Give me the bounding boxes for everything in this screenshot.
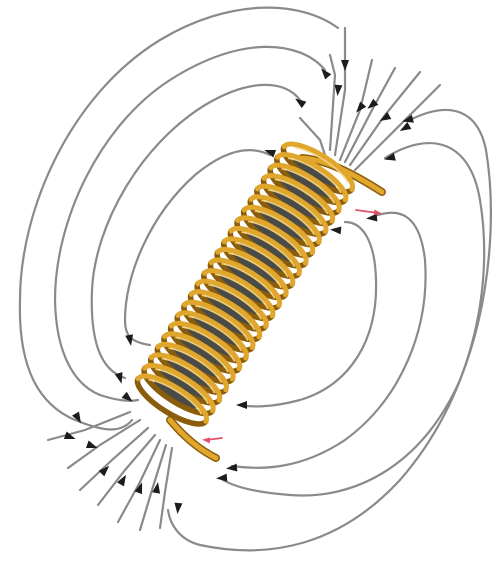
field-arrow-icon (293, 95, 307, 108)
field-arrow-icon (318, 66, 331, 80)
solenoid-coil (131, 136, 382, 458)
field-arrow-icon (173, 503, 182, 515)
field-line (330, 55, 335, 150)
field-arrow-icon (226, 464, 238, 473)
field-arrow-icon (341, 60, 349, 71)
field-arrow-icon (236, 401, 247, 409)
field-arrow-icon (330, 225, 342, 234)
current-arrow-icon (202, 437, 210, 444)
field-line (355, 85, 440, 170)
field-arrow-icon (122, 392, 136, 405)
